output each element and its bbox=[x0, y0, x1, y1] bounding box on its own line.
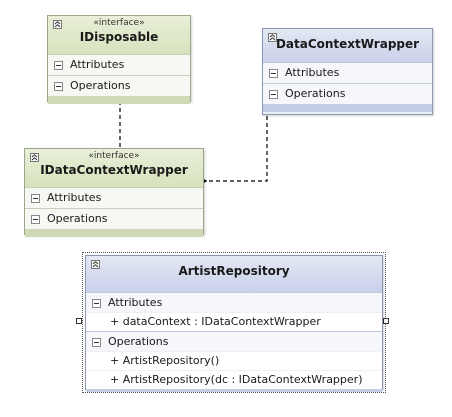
collapse-compartment-icon[interactable] bbox=[31, 194, 40, 203]
collapse-icon[interactable] bbox=[53, 20, 62, 29]
operations-compartment[interactable]: Operations bbox=[48, 75, 190, 96]
collapse-icon[interactable] bbox=[91, 260, 100, 269]
resize-handle-right[interactable] bbox=[383, 318, 389, 324]
operations-compartment[interactable]: Operations bbox=[86, 331, 382, 351]
collapse-icon[interactable] bbox=[30, 153, 39, 162]
shape-title: DataContextWrapper bbox=[275, 37, 420, 51]
collapse-compartment-icon[interactable] bbox=[269, 90, 278, 99]
shape-header: DataContextWrapper bbox=[263, 29, 432, 62]
attributes-compartment[interactable]: Attributes bbox=[86, 292, 382, 312]
operation-member[interactable]: + ArtistRepository(dc : IDataContextWrap… bbox=[86, 370, 382, 389]
collapse-compartment-icon[interactable] bbox=[92, 338, 101, 347]
operation-member[interactable]: + ArtistRepository() bbox=[86, 351, 382, 370]
resize-handle-left[interactable] bbox=[76, 318, 82, 324]
operations-compartment[interactable]: Operations bbox=[25, 208, 203, 229]
shape-footer bbox=[48, 96, 190, 104]
stereotype-label: «interface» bbox=[93, 18, 145, 28]
shape-header: ArtistRepository bbox=[86, 256, 382, 292]
idatacontextwrapper-interface-shape[interactable]: «interface» IDataContextWrapper Attribut… bbox=[24, 148, 204, 237]
shape-footer bbox=[263, 104, 432, 112]
compartment-label: Attributes bbox=[70, 58, 125, 71]
collapse-compartment-icon[interactable] bbox=[31, 215, 40, 224]
implementation-connector-idatacontextwrapper[interactable] bbox=[206, 116, 268, 181]
compartment-label: Attributes bbox=[47, 191, 102, 204]
idisposable-interface-shape[interactable]: «interface» IDisposable Attributes Opera… bbox=[47, 15, 191, 104]
collapse-icon[interactable] bbox=[268, 33, 277, 42]
shape-header: «interface» IDataContextWrapper bbox=[25, 149, 203, 187]
shape-title: ArtistRepository bbox=[178, 264, 290, 278]
attribute-member[interactable]: + dataContext : IDataContextWrapper bbox=[86, 312, 382, 331]
artistrepository-class-shape[interactable]: ArtistRepository Attributes + dataContex… bbox=[85, 255, 383, 392]
compartment-label: Operations bbox=[108, 335, 169, 348]
datacontextwrapper-class-shape[interactable]: DataContextWrapper Attributes Operations bbox=[262, 28, 433, 115]
compartment-label: Attributes bbox=[108, 296, 163, 309]
stereotype-label: «interface» bbox=[88, 151, 140, 161]
collapse-compartment-icon[interactable] bbox=[269, 69, 278, 78]
operations-compartment[interactable]: Operations bbox=[263, 83, 432, 104]
collapse-compartment-icon[interactable] bbox=[92, 299, 101, 308]
shape-title: IDataContextWrapper bbox=[40, 163, 188, 177]
compartment-label: Operations bbox=[285, 87, 346, 100]
attributes-compartment[interactable]: Attributes bbox=[48, 54, 190, 75]
attributes-compartment[interactable]: Attributes bbox=[25, 187, 203, 208]
collapse-compartment-icon[interactable] bbox=[54, 82, 63, 91]
shape-footer bbox=[25, 229, 203, 237]
compartment-label: Attributes bbox=[285, 66, 340, 79]
compartment-label: Operations bbox=[47, 212, 108, 225]
shape-title: IDisposable bbox=[79, 30, 159, 44]
attributes-compartment[interactable]: Attributes bbox=[263, 62, 432, 83]
collapse-compartment-icon[interactable] bbox=[54, 61, 63, 70]
shape-header: «interface» IDisposable bbox=[48, 16, 190, 54]
shape-footer bbox=[86, 389, 382, 392]
compartment-label: Operations bbox=[70, 79, 131, 92]
